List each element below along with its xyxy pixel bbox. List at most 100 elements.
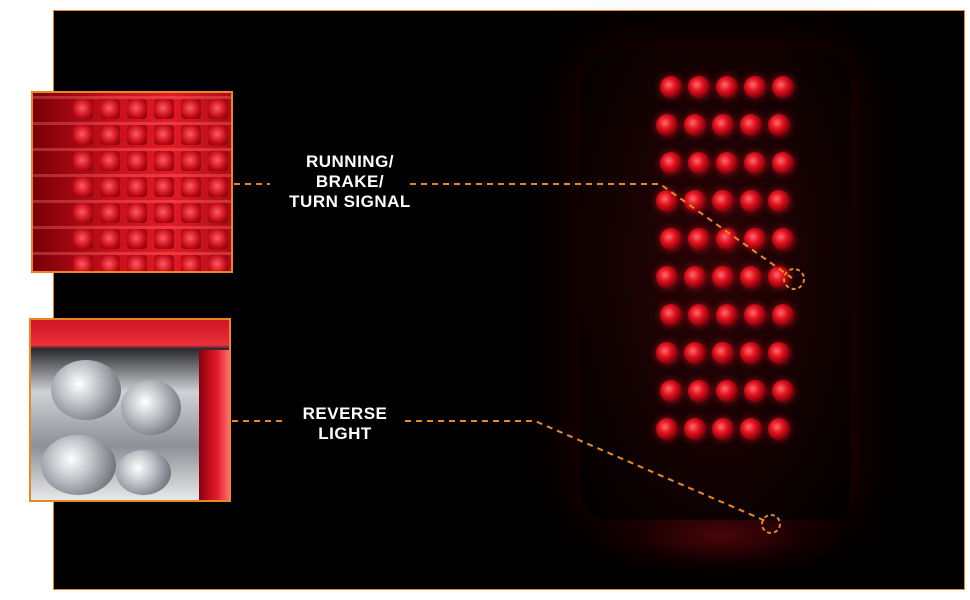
led-cell [208,177,228,197]
led-cell [73,151,93,171]
led-cell [181,125,201,145]
led [740,342,762,364]
reverse-red-lens [199,350,229,500]
led [660,152,682,174]
led-cell [100,255,120,271]
led-cell [127,151,147,171]
led [772,152,794,174]
running-brake-turn-closeup [31,91,233,273]
label-line: REVERSE [302,404,388,423]
led [772,76,794,98]
led-cell [181,203,201,223]
led-cell [127,203,147,223]
led [772,380,794,402]
led [688,304,710,326]
label-line: BRAKE/ [315,172,385,191]
lens-ridge [33,200,231,203]
reverse-light-target-marker [761,514,781,534]
led [768,418,790,440]
reverse-bulb [41,435,116,495]
led [716,304,738,326]
led [656,342,678,364]
led [656,418,678,440]
led [688,152,710,174]
led-cell [181,177,201,197]
led [688,380,710,402]
led [716,152,738,174]
led [656,114,678,136]
led [660,228,682,250]
led [716,76,738,98]
led-cell [181,229,201,249]
led [772,228,794,250]
led-cell [73,125,93,145]
label-line: TURN SIGNAL [289,192,411,211]
led-cell [154,99,174,119]
lens-ridge [33,252,231,255]
led [660,304,682,326]
running-light-target-marker [783,268,805,290]
led-cell [73,255,93,271]
led-cell [127,99,147,119]
tail-light-reflection [600,520,840,575]
led [744,380,766,402]
led [716,228,738,250]
led [688,76,710,98]
led-cell [73,203,93,223]
label-line: LIGHT [318,424,372,443]
led-cell [100,177,120,197]
led-cell [73,99,93,119]
led [768,114,790,136]
led [744,304,766,326]
led [656,190,678,212]
led-cell [100,99,120,119]
reverse-bulb [51,360,121,420]
led [740,418,762,440]
led-cell [154,125,174,145]
led-cell [208,229,228,249]
led [716,380,738,402]
label-line: RUNNING/ [305,152,395,171]
led [656,266,678,288]
led [768,266,790,288]
led-cell [100,203,120,223]
led-cell [181,255,201,271]
led [660,76,682,98]
led-cell [73,177,93,197]
lens-ridge [33,148,231,151]
led [684,114,706,136]
lens-ridge [33,96,231,99]
led [712,114,734,136]
led [684,266,706,288]
leader-running-right [410,183,793,279]
reverse-light-closeup [29,318,231,502]
led-cell [100,229,120,249]
led [684,342,706,364]
led-cell [208,125,228,145]
led-tail-light [580,50,850,520]
led [688,228,710,250]
led-cell [154,203,174,223]
led-cell [100,151,120,171]
lens-ridge [33,226,231,229]
leader-reverse-right [405,420,769,523]
led-cell [208,151,228,171]
led [744,152,766,174]
led-cell [154,177,174,197]
reverse-bulb [121,380,181,435]
led-cell [208,99,228,119]
led [740,114,762,136]
led [712,342,734,364]
led [712,266,734,288]
led [660,380,682,402]
reverse-light-label: REVERSE LIGHT [290,404,400,444]
led [684,418,706,440]
led-cell [181,99,201,119]
running-brake-turn-label: RUNNING/ BRAKE/ TURN SIGNAL [275,152,425,212]
led [744,228,766,250]
led-cell [73,229,93,249]
led-cell [181,151,201,171]
led [768,190,790,212]
led [712,418,734,440]
